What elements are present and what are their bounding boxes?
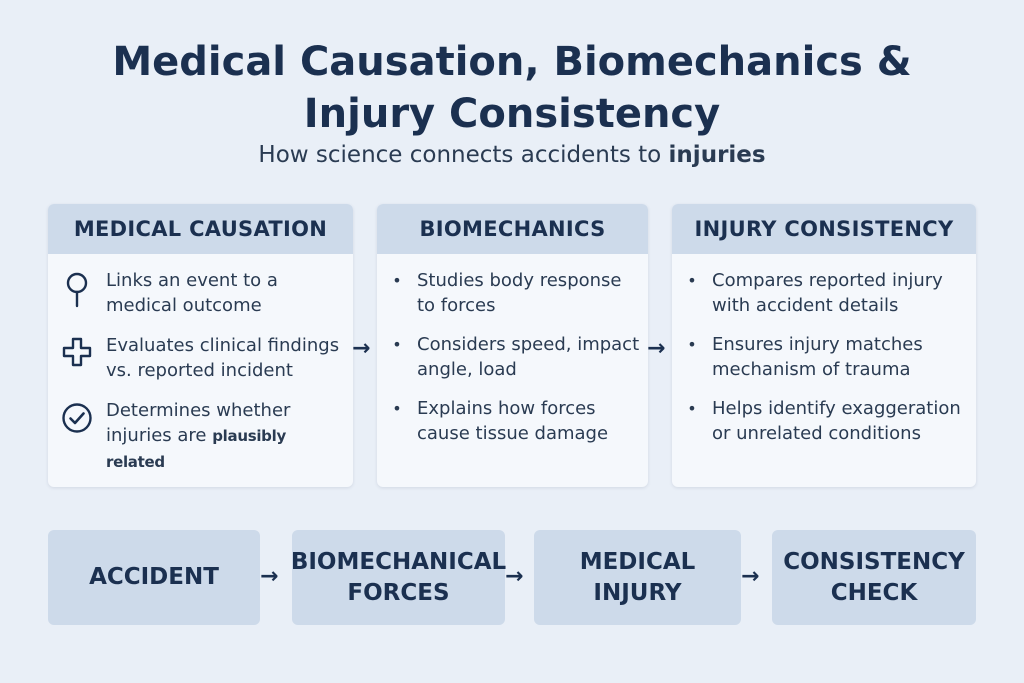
item-text: Links an event to a medical outcome xyxy=(106,270,278,316)
card-heading: MEDICAL CAUSATION xyxy=(48,204,353,254)
medical-cross-icon xyxy=(48,333,106,367)
arrow-icon: → xyxy=(647,336,666,361)
flow-step-consistency-check: CONSISTENCY CHECK xyxy=(772,530,976,625)
flow-step-medical-injury: MEDICAL INJURY xyxy=(534,530,741,625)
arrow-icon: → xyxy=(352,336,371,361)
pin-icon xyxy=(48,268,106,308)
list-item: • Ensures injury matches mechanism of tr… xyxy=(672,332,976,382)
item-text-emphasis: plausibly related xyxy=(106,427,286,471)
flow-step-label: BIOMECHANICAL FORCES xyxy=(290,548,507,606)
item-text: Explains how forces cause tissue damage xyxy=(417,398,609,444)
flow-step-label: CONSISTENCY CHECK xyxy=(783,548,965,606)
arrow-icon: → xyxy=(741,564,760,589)
item-text: Determines whether injuries are plausibl… xyxy=(106,400,291,471)
flow-step-accident: ACCIDENT xyxy=(48,530,260,625)
card-biomechanics: BIOMECHANICS • Studies body response to … xyxy=(377,204,648,487)
item-text: Helps identify exaggeration or unrelated… xyxy=(712,398,961,444)
bullet-icon: • xyxy=(392,271,402,290)
flow-step-biomechanical-forces: BIOMECHANICAL FORCES xyxy=(290,530,507,625)
title-line-2: Injury Consistency xyxy=(303,91,721,137)
bullet-icon: • xyxy=(687,335,697,354)
page-title: Medical Causation, Biomechanics & Injury… xyxy=(0,36,1024,140)
card-medical-causation: MEDICAL CAUSATION Links an event to a me… xyxy=(48,204,353,487)
card-heading: INJURY CONSISTENCY xyxy=(672,204,976,254)
list-item: • Considers speed, impact angle, load xyxy=(377,332,648,382)
item-text: Compares reported injury with accident d… xyxy=(712,270,943,316)
flow-step-label: ACCIDENT xyxy=(89,564,219,590)
card-injury-consistency: INJURY CONSISTENCY • Compares reported i… xyxy=(672,204,976,487)
subtitle-emphasis: injuries xyxy=(668,142,766,168)
flow-step-label: MEDICAL INJURY xyxy=(579,548,696,606)
list-item: Determines whether injuries are plausibl… xyxy=(48,398,353,475)
check-circle-icon xyxy=(48,398,106,434)
bullet-icon: • xyxy=(392,335,402,354)
card-heading: BIOMECHANICS xyxy=(377,204,648,254)
subtitle-text: How science connects accidents to xyxy=(258,142,669,168)
bullet-icon: • xyxy=(687,271,697,290)
list-item: • Compares reported injury with accident… xyxy=(672,268,976,318)
bullet-icon: • xyxy=(392,399,402,418)
bullet-icon: • xyxy=(687,399,697,418)
item-text: Evaluates clinical findings vs. reported… xyxy=(106,335,340,381)
item-text: Studies body response to forces xyxy=(417,270,622,316)
arrow-icon: → xyxy=(260,564,279,589)
list-item: • Explains how forces cause tissue damag… xyxy=(377,396,648,446)
item-text: Ensures injury matches mechanism of trau… xyxy=(712,334,923,380)
list-item: • Helps identify exaggeration or unrelat… xyxy=(672,396,976,446)
item-text: Considers speed, impact angle, load xyxy=(417,334,640,380)
list-item: Evaluates clinical findings vs. reported… xyxy=(48,333,353,383)
list-item: Links an event to a medical outcome xyxy=(48,268,353,318)
title-line-1: Medical Causation, Biomechanics & xyxy=(112,39,912,85)
arrow-icon: → xyxy=(505,564,524,589)
list-item: • Studies body response to forces xyxy=(377,268,648,318)
page-subtitle: How science connects accidents to injuri… xyxy=(0,142,1024,168)
